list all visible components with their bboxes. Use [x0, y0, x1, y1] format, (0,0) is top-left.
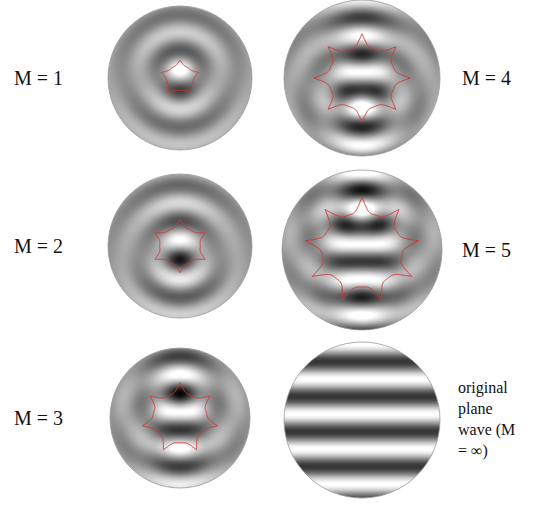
- disc-rim: [284, 0, 440, 156]
- label-box: original plane wave (M = ∞): [458, 378, 524, 461]
- field-image: [282, 170, 442, 330]
- label-box: M = 3: [14, 406, 63, 430]
- accuracy-region-outline: [155, 219, 205, 272]
- label-box: M = 1: [14, 66, 63, 90]
- order-label: M = 3: [14, 406, 63, 430]
- field-image: [110, 348, 250, 488]
- disc-rim: [108, 174, 252, 318]
- disc-rim: [282, 170, 442, 330]
- field-disc: [284, 342, 440, 498]
- disc-rim: [284, 342, 440, 498]
- field-disc: [284, 0, 440, 156]
- order-label: M = 1: [14, 66, 63, 90]
- field-disc: [108, 174, 252, 318]
- field-disc: [110, 348, 250, 488]
- field-image: [108, 174, 252, 318]
- field-image: [284, 0, 440, 156]
- label-box: M = 2: [14, 234, 63, 258]
- field-disc: [108, 6, 252, 150]
- caption-label: original plane wave (M = ∞): [458, 378, 524, 461]
- accuracy-region-outline: [305, 197, 418, 300]
- order-label: M = 2: [14, 234, 63, 258]
- accuracy-region-outline: [143, 383, 218, 450]
- field-image: [108, 6, 252, 150]
- order-label: M = 4: [462, 66, 511, 90]
- accuracy-region-outline: [314, 34, 410, 122]
- disc-rim: [110, 348, 250, 488]
- field-image: [284, 342, 440, 498]
- field-disc: [282, 170, 442, 330]
- accuracy-region-outline: [161, 60, 198, 92]
- label-box: M = 5: [462, 238, 511, 262]
- label-box: M = 4: [462, 66, 511, 90]
- disc-rim: [108, 6, 252, 150]
- order-label: M = 5: [462, 238, 511, 262]
